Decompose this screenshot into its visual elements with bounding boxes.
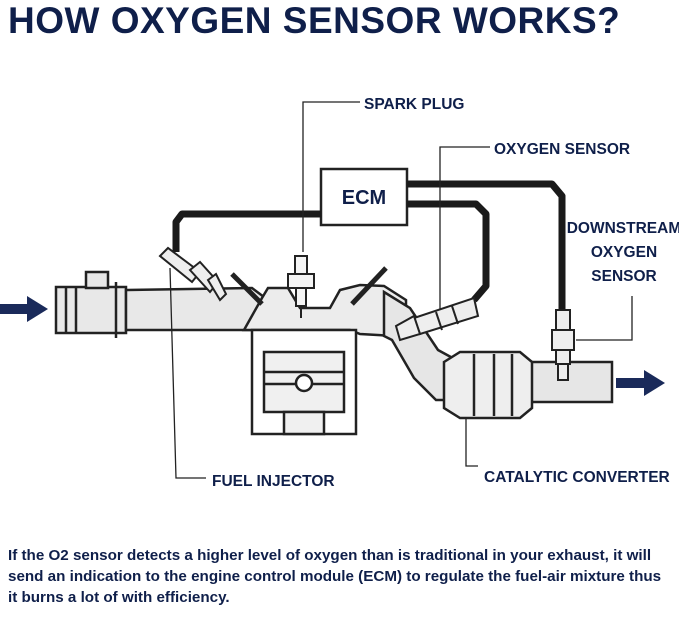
catalytic-converter: [442, 350, 534, 420]
leader-lines: [169, 101, 633, 479]
engine-block: [230, 266, 408, 436]
downstream-oxygen-sensor: [551, 309, 575, 381]
upstream-oxygen-sensor: [394, 296, 480, 342]
ecm-box: ECM: [319, 167, 409, 227]
intake-pipe: [54, 270, 270, 338]
fuel-injector: [158, 246, 228, 302]
spark-plug: [287, 255, 315, 318]
catalytic-converter-label: CATALYTIC CONVERTER: [484, 469, 670, 486]
sensor-wires: [172, 180, 566, 312]
ecm-label: ECM: [342, 187, 386, 209]
exhaust-arrow: [616, 370, 665, 396]
page-title: HOW OXYGEN SENSOR WORKS?: [8, 0, 621, 41]
fuel-injector-label: FUEL INJECTOR: [212, 473, 335, 490]
caption-text: If the O2 sensor detects a higher level …: [8, 547, 662, 606]
oxygen-sensor-diagram: ECM SPARK PLUG OXYGEN SENSOR DOWNSTREAM: [0, 96, 679, 490]
intake-arrow: [0, 296, 48, 322]
downstream-label-line-2: OXYGEN: [591, 244, 657, 261]
downstream-label-line-3: SENSOR: [591, 268, 656, 285]
downstream-label-line-1: DOWNSTREAM: [567, 220, 679, 237]
oxygen-sensor-label: OXYGEN SENSOR: [494, 141, 630, 158]
spark-plug-label: SPARK PLUG: [364, 96, 464, 113]
